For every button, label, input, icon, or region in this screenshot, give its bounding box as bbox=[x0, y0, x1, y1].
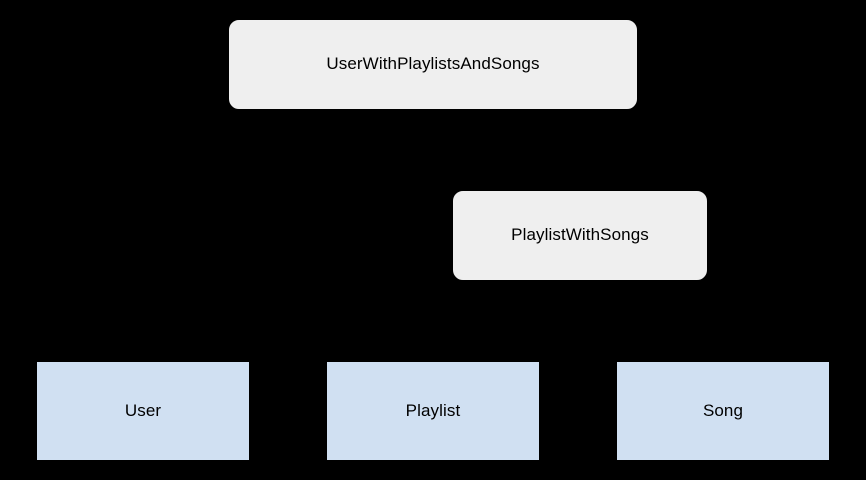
node-user-with-playlists-and-songs[interactable]: UserWithPlaylistsAndSongs bbox=[228, 19, 638, 110]
node-playlist[interactable]: Playlist bbox=[326, 361, 540, 461]
node-label-song: Song bbox=[702, 400, 744, 420]
node-label-playlist-with-songs: PlaylistWithSongs bbox=[511, 225, 649, 245]
node-label-user-with-playlists-and-songs: UserWithPlaylistsAndSongs bbox=[326, 54, 540, 74]
node-label-user: User bbox=[124, 400, 162, 420]
node-song[interactable]: Song bbox=[616, 361, 830, 461]
edge-uwpas-to-user bbox=[142, 110, 434, 361]
edge-pws-to-playlist bbox=[432, 281, 581, 361]
node-user[interactable]: User bbox=[36, 361, 250, 461]
node-label-playlist: Playlist bbox=[405, 400, 461, 420]
edge-pws-to-song bbox=[579, 281, 724, 361]
node-playlist-with-songs[interactable]: PlaylistWithSongs bbox=[452, 190, 708, 281]
edge-uwpas-to-playlist-with-songs bbox=[432, 110, 581, 190]
